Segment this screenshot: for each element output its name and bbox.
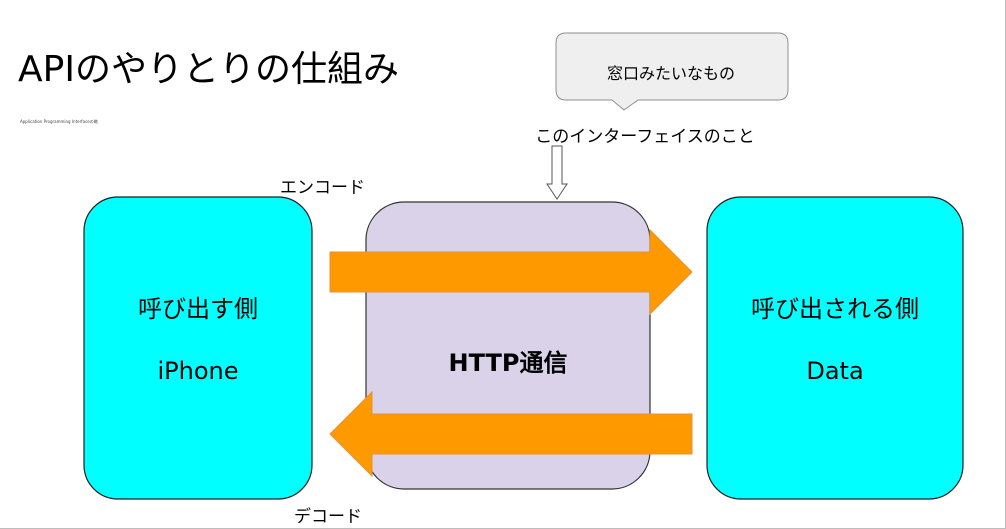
callee-data: Data	[806, 357, 864, 385]
decode-label: デコード	[294, 507, 362, 527]
slide-subtitle: Application Programming Interfaceの略	[20, 119, 98, 124]
down-arrow-icon	[546, 145, 568, 200]
callout-bubble	[555, 32, 789, 111]
slide-title: APIのやりとりの仕組み	[18, 49, 399, 90]
caller-title: 呼び出す側	[138, 295, 258, 323]
encode-arrow	[329, 228, 693, 316]
interface-label: このインターフェイスのこと	[535, 127, 755, 147]
caller-box	[83, 196, 313, 500]
caller-device: iPhone	[157, 357, 239, 385]
callee-title: 呼び出される側	[751, 295, 919, 323]
callout-text: 窓口みたいなもの	[606, 64, 735, 83]
encode-label: エンコード	[280, 178, 365, 198]
decode-arrow	[329, 390, 693, 478]
http-label: HTTP通信	[448, 349, 568, 377]
callee-box	[706, 196, 964, 500]
